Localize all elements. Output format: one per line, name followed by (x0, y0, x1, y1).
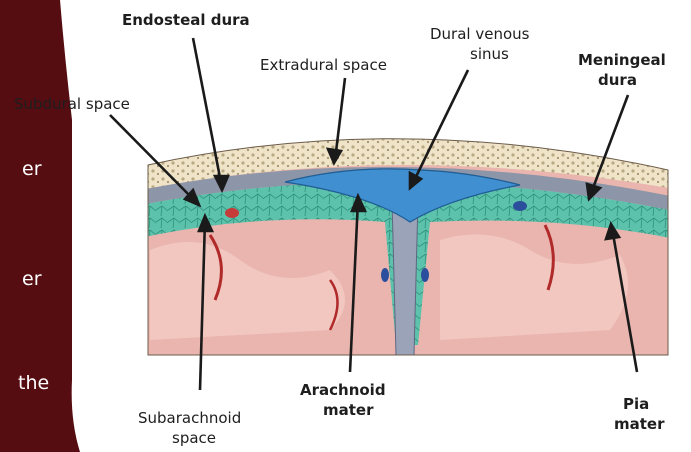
label-dural-venous-sinus-line1: Dural venous (430, 26, 529, 43)
tissue-layers (140, 100, 680, 370)
label-meningeal-dura-line1: Meningeal (578, 52, 666, 69)
label-pia-mater-line2: mater (614, 416, 665, 433)
label-endosteal-dura: Endosteal dura (122, 12, 250, 29)
label-arachnoid-mater-line1: Arachnoid (300, 382, 386, 399)
label-meningeal-dura-line2: dura (598, 72, 637, 89)
label-subdural-space: Subdural space (14, 96, 130, 113)
label-pia-mater-line1: Pia (623, 396, 649, 413)
label-extradural-space: Extradural space (260, 57, 387, 74)
label-arachnoid-mater-line2: mater (323, 402, 374, 419)
label-dural-venous-sinus-line2: sinus (470, 46, 509, 63)
label-subarachnoid-space-line2: space (172, 430, 216, 447)
label-subarachnoid-space-line1: Subarachnoid (138, 410, 241, 427)
